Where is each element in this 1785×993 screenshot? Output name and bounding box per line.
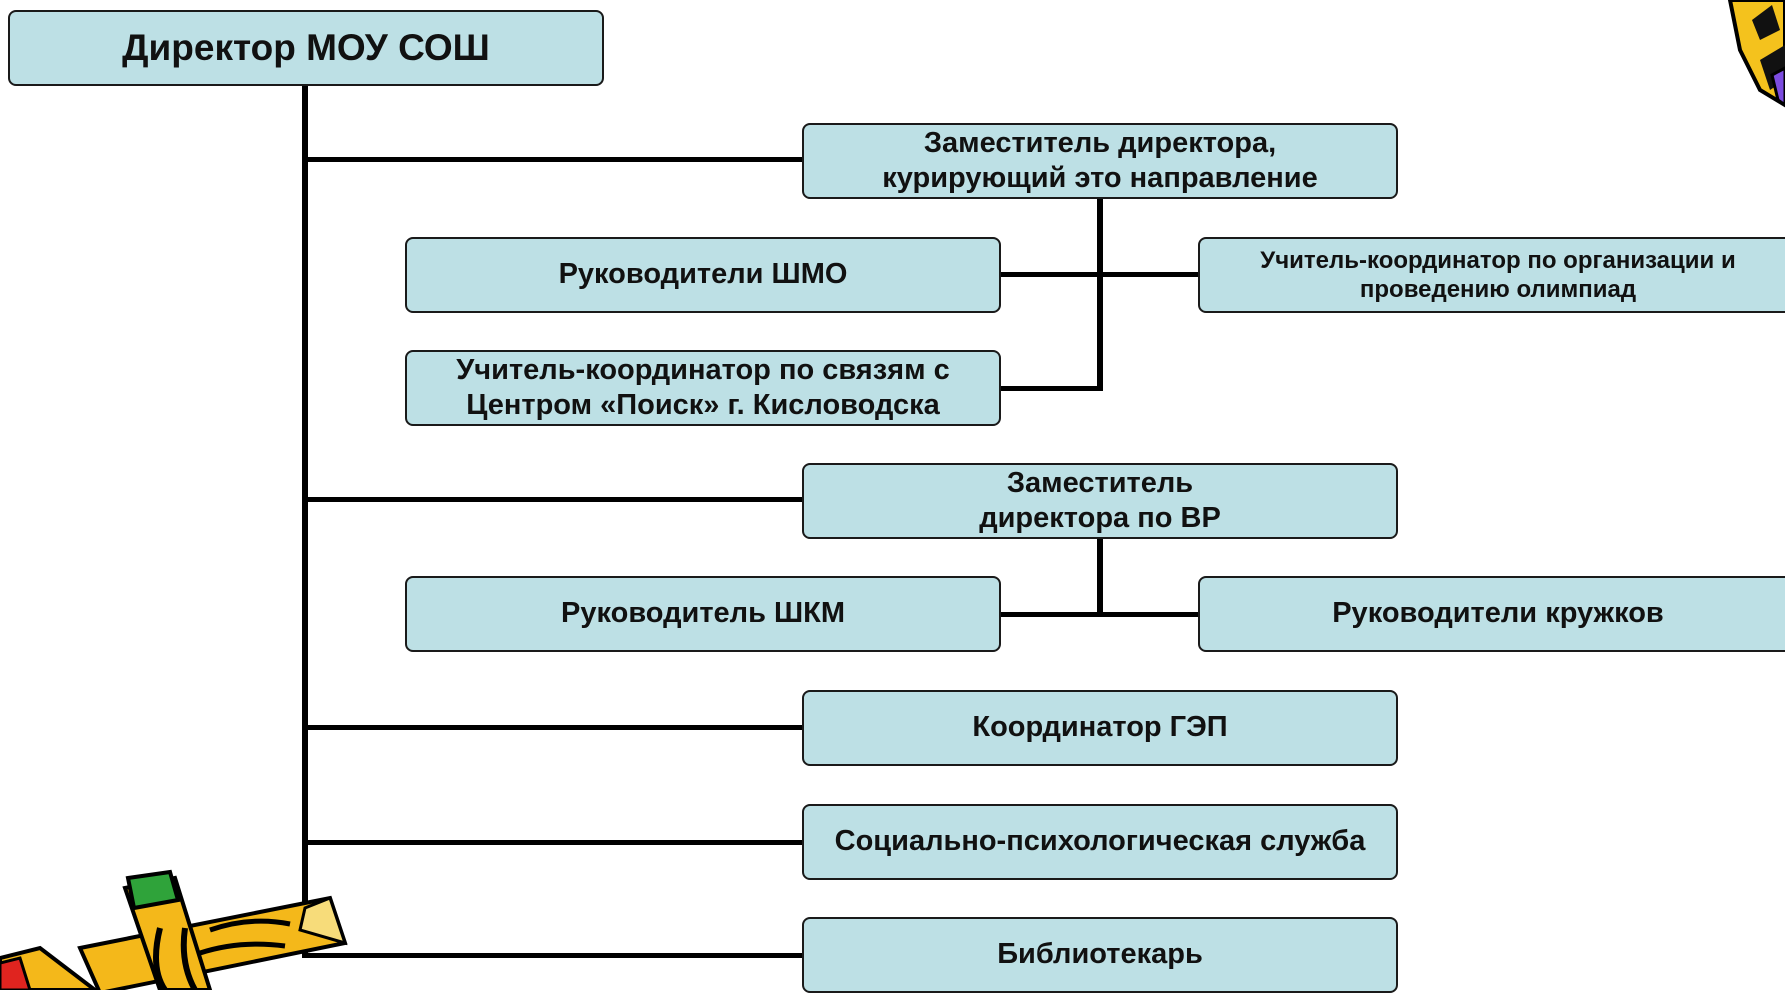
poisk-coordinator-box: Учитель-координатор по связям с Центром … [405, 350, 1001, 426]
gep-coordinator-box: Координатор ГЭП [802, 690, 1398, 766]
club-heads-box: Руководители кружков [1198, 576, 1785, 652]
connector-deputy-vr-down [1097, 537, 1103, 617]
connector-to-social-service [302, 840, 802, 845]
social-psych-service-box: Социально-психологическая служба [802, 804, 1398, 880]
head-shkm-box: Руководитель ШКМ [405, 576, 1001, 652]
connector-shkm-clubs [998, 612, 1200, 617]
deputy-research-box: Заместитель директора, курирующий это на… [802, 123, 1398, 199]
connector-trunk [302, 85, 308, 957]
librarian-box: Библиотекарь [802, 917, 1398, 993]
connector-deputy-research-down [1097, 198, 1103, 391]
connector-to-poisk [998, 386, 1103, 391]
deputy-vr-box: Заместитель директора по ВР [802, 463, 1398, 539]
connector-to-librarian [302, 953, 802, 958]
heads-shmo-box: Руководители ШМО [405, 237, 1001, 313]
connector-shmo-olympiad [998, 272, 1200, 277]
olympiad-coordinator-box: Учитель-координатор по организации и про… [1198, 237, 1785, 313]
connector-to-deputy-research [302, 157, 802, 162]
pencil-clipart-icon [1727, 0, 1785, 108]
director-box: Директор МОУ СОШ [8, 10, 604, 86]
connector-to-deputy-vr [302, 497, 802, 502]
pencil-clipart-icon [0, 869, 348, 990]
connector-to-gep [302, 725, 802, 730]
